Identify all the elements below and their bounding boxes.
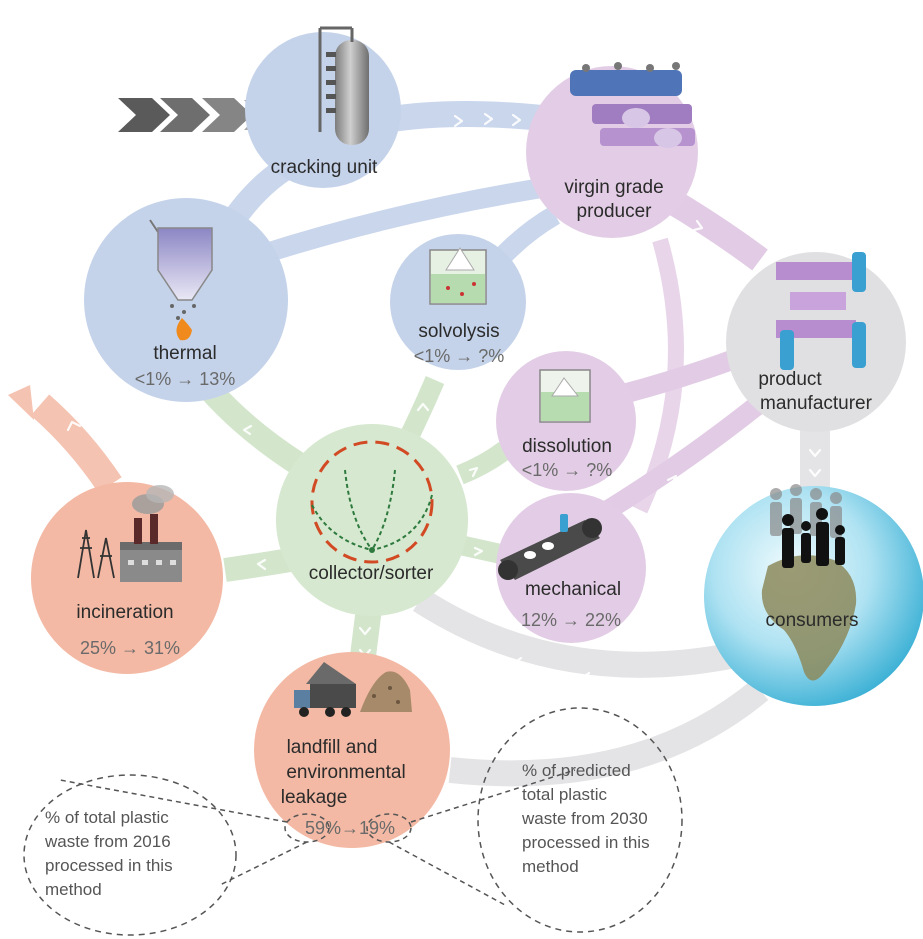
conveyor-belt-icon [498, 514, 602, 580]
cracking-unit-node[interactable]: cracking unit [245, 26, 401, 188]
flow-mechanical-to-producer [632, 237, 684, 514]
landfill-node[interactable]: landfill and environmental leakage 59%→1… [254, 652, 450, 848]
incineration-label: incineration [76, 602, 173, 623]
dissolution-pct: <1% → ?% [522, 460, 613, 480]
flow-consumers-to-landfill [448, 680, 769, 787]
collector-sorter-node[interactable]: collector/sorter [276, 424, 468, 616]
mechanical-pct: 12% → 22% [521, 610, 621, 630]
exhaust-arrowhead-icon [8, 385, 34, 420]
flow-producer-to-manufacturer [663, 188, 768, 271]
flow-incineration-exhaust [30, 394, 122, 493]
people-icon [770, 484, 845, 568]
landfill-pct: 59%→19% [305, 818, 395, 838]
legend-2016-line-3: processed in this [45, 856, 173, 875]
flow-collector-to-incineration [223, 548, 292, 582]
solvolysis-node[interactable]: solvolysis <1% → ?% [390, 234, 526, 370]
solvolysis-label: solvolysis [418, 321, 499, 342]
mechanical-label: mechanical [525, 579, 621, 600]
dump-truck-icon [294, 662, 412, 717]
legend-2016-line-1: % of total plastic [45, 808, 169, 827]
flow-collector-to-dissolution [456, 441, 511, 485]
legend-2030-line-5: method [522, 857, 579, 876]
africa-map-icon [761, 555, 857, 681]
solvent-beaker-icon [429, 247, 487, 305]
mechanical-node[interactable]: mechanical 12% → 22% [496, 493, 646, 643]
thermal-pct: <1% → 13% [135, 369, 236, 389]
thermal-label: thermal [153, 343, 216, 364]
legend-callouts: % of total plastic waste from 2016 proce… [23, 707, 683, 936]
cracking-unit-label: cracking unit [271, 157, 378, 178]
power-plant-icon [77, 485, 182, 582]
dissolution-beaker-icon [539, 369, 591, 423]
virgin-grade-producer-node[interactable]: virgin grade producer [526, 62, 698, 238]
landfill-label-2: environmental [286, 762, 405, 783]
landfill-label-3: leakage [281, 787, 348, 808]
legend-2030-line-4: processed in this [522, 833, 650, 852]
collector-sorter-label: collector/sorter [309, 563, 434, 584]
product-manufacturer-label-1: product [758, 369, 822, 390]
legend-2016-line-2: waste from 2016 [44, 832, 171, 851]
sorting-circle-icon [310, 440, 434, 564]
flow-consumers-to-collector [412, 589, 738, 678]
virgin-grade-producer-label-2: producer [577, 201, 653, 222]
legend-2030-line-1: % of predicted [522, 761, 631, 780]
bottle-conveyor-icon [776, 252, 866, 370]
landfill-label-1: landfill and [287, 737, 378, 758]
virgin-grade-producer-label-1: virgin grade [564, 177, 663, 198]
solvolysis-pct: <1% → ?% [414, 346, 505, 366]
product-manufacturer-node[interactable]: product manufacturer [726, 252, 906, 432]
consumers-label: consumers [766, 610, 859, 631]
legend-2030-bubble [477, 707, 683, 933]
dissolution-label: dissolution [522, 436, 612, 457]
legend-2030-line-3: waste from 2030 [521, 809, 648, 828]
dissolution-node[interactable]: dissolution <1% → ?% [496, 351, 636, 491]
consumers-node[interactable]: consumers [704, 484, 923, 706]
distillation-column-icon [318, 26, 369, 145]
flow-mechanical-to-manufacturer [594, 387, 777, 524]
legend-2016-line-4: method [45, 880, 102, 899]
product-manufacturer-label-2: manufacturer [760, 393, 873, 414]
thermal-node[interactable]: thermal <1% → 13% [84, 198, 288, 402]
incineration-node[interactable]: incineration 25% → 31% [31, 482, 223, 674]
legend-2016-bubble [23, 774, 237, 936]
polymer-reactor-icon [570, 62, 695, 148]
legend-2030-line-2: total plastic [522, 785, 608, 804]
flame-icon [176, 318, 192, 341]
incineration-pct: 25% → 31% [80, 638, 180, 658]
pyrolysis-reactor-icon [149, 219, 213, 341]
flow-thermal-to-producer [256, 175, 562, 265]
